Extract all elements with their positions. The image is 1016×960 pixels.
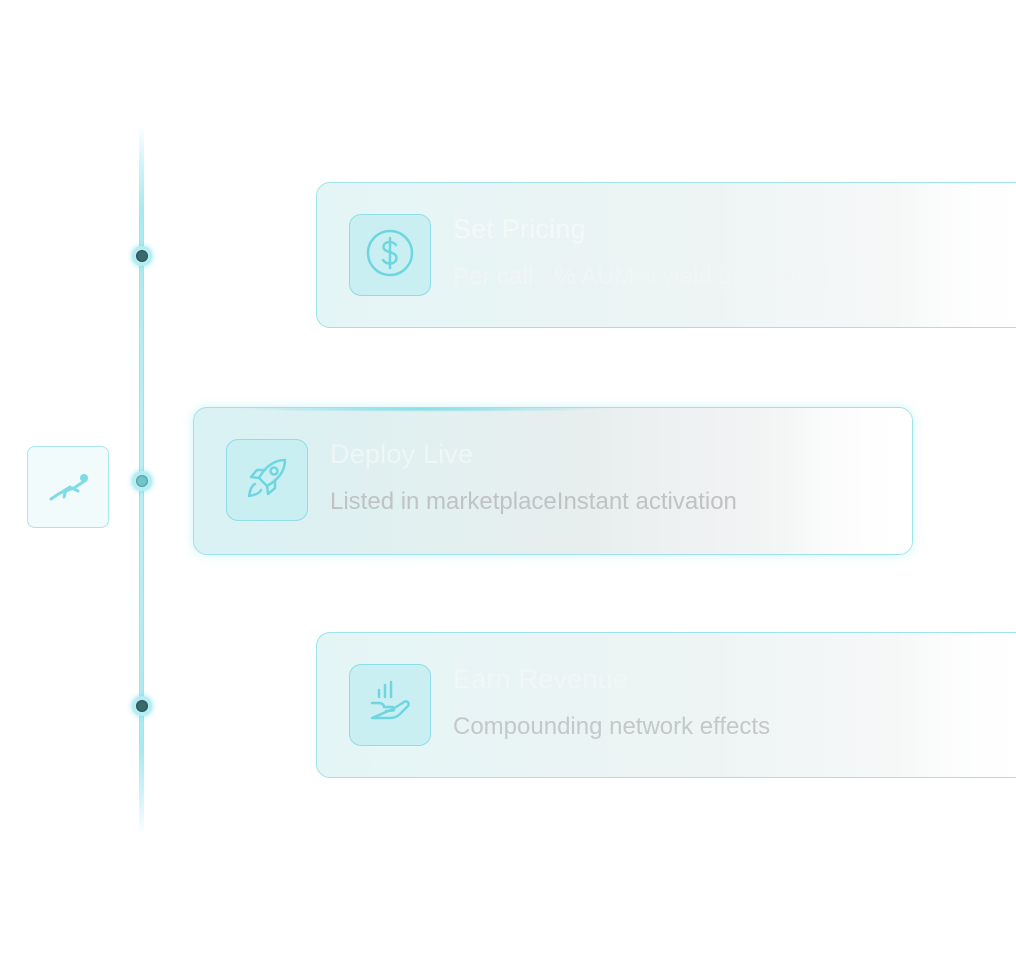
- step-title: Earn Revenue: [453, 664, 629, 694]
- timeline-node-set-pricing[interactable]: [132, 246, 152, 266]
- rocket-icon: [241, 452, 293, 508]
- step-title: Deploy Live: [330, 439, 474, 469]
- step-icon-tile: [349, 214, 431, 296]
- step-card-deploy-live[interactable]: Deploy Live Listed in marketplaceInstant…: [193, 407, 913, 555]
- step-subtitle: Listed in marketplaceInstant activation: [330, 488, 737, 515]
- hand-coins-icon: [364, 677, 416, 733]
- current-step-indicator: [27, 446, 109, 528]
- step-card-earn-revenue[interactable]: Earn Revenue Compounding network effects: [316, 632, 1016, 778]
- timeline-node-deploy-live[interactable]: [132, 471, 152, 491]
- flying-figure-icon: [44, 461, 92, 513]
- step-subtitle: Compounding network effects: [453, 713, 771, 740]
- step-icon-tile: [349, 664, 431, 746]
- step-icon-tile: [226, 439, 308, 521]
- step-title: Set Pricing: [453, 214, 586, 244]
- step-card-set-pricing[interactable]: Set Pricing Per call · % AUM% yield gene…: [316, 182, 1016, 328]
- dollar-icon: [364, 227, 416, 283]
- step-subtitle: Per call · % AUM% yield generated: [453, 263, 827, 290]
- timeline-node-earn-revenue[interactable]: [132, 696, 152, 716]
